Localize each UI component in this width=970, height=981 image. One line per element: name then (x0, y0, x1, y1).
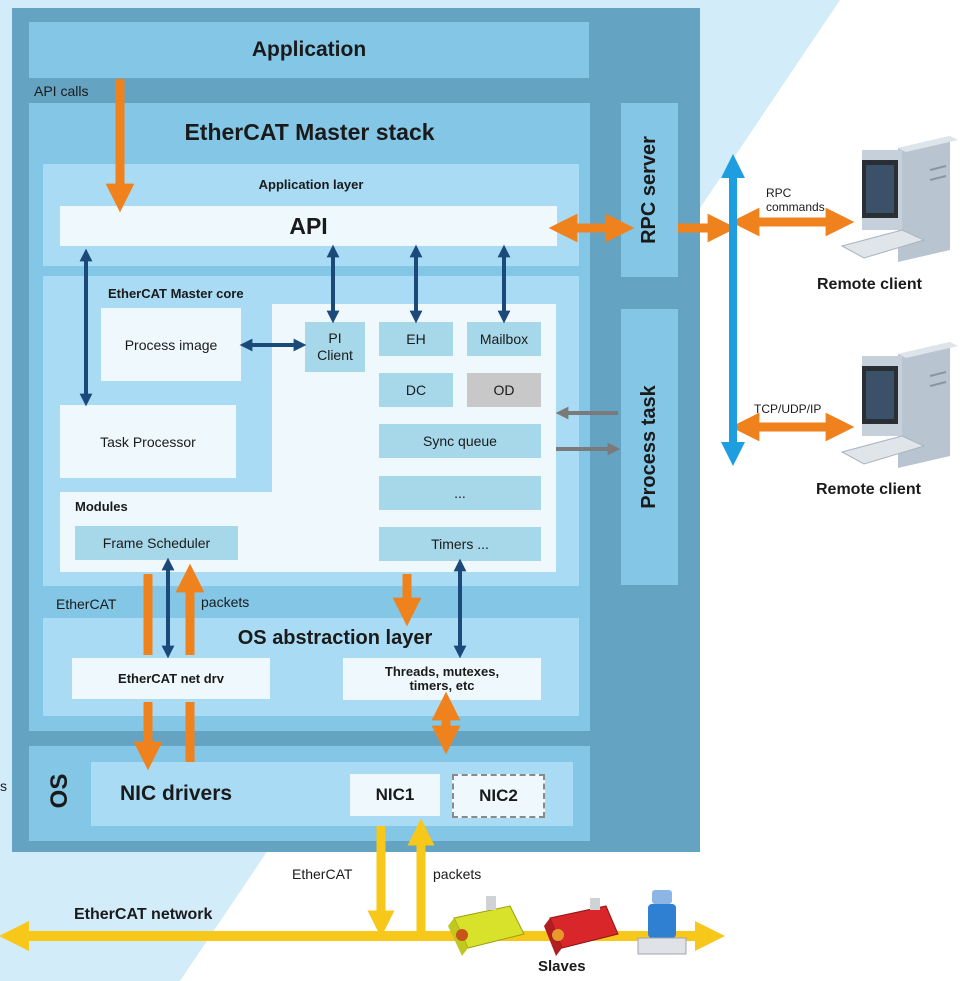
slave-valve-icon (637, 890, 687, 955)
dc-box: DC (379, 373, 453, 407)
remote-client-1-label: Remote client (817, 276, 922, 293)
remote-client-2-label: Remote client (816, 481, 921, 498)
os-abstraction-title: OS abstraction layer (237, 626, 433, 649)
process-image-box: Process image (101, 308, 241, 381)
nic1-label: NIC1 (375, 785, 415, 804)
ethercat-label-lower: EtherCAT (292, 866, 353, 882)
mailbox-label: Mailbox (479, 331, 529, 347)
edge-glyph: s (0, 778, 7, 794)
sync-queue-box: Sync queue (379, 424, 541, 458)
net-drv-label: EtherCAT net drv (118, 671, 224, 686)
application-layer-title: Application layer (258, 176, 364, 192)
pi-client-box: PI Client (305, 322, 365, 372)
master-stack-title: EtherCAT Master stack (184, 118, 435, 145)
dc-label: DC (405, 382, 427, 398)
pi-client-label: PI Client (317, 330, 353, 363)
computer-icon-1 (840, 136, 958, 262)
nic1-box: NIC1 (350, 774, 440, 816)
frame-scheduler-box: Frame Scheduler (75, 526, 238, 560)
packets-label-lower: packets (433, 866, 482, 882)
ethercat-network-label: EtherCAT network (74, 906, 213, 923)
nic2-box: NIC2 (452, 774, 545, 818)
rpc-server-panel (621, 103, 678, 277)
nic2-label: NIC2 (479, 786, 518, 805)
timers-label: Timers ... (431, 536, 489, 552)
threads-label: Threads, mutexes, timers, etc (384, 664, 500, 693)
rpc-commands-label: RPC commands (766, 186, 825, 214)
packets-label-upper: packets (201, 594, 250, 610)
application-title: Application (251, 38, 367, 61)
mailbox-box: Mailbox (467, 322, 541, 356)
task-processor-label: Task Processor (100, 433, 196, 450)
api-calls-label: API calls (34, 83, 89, 99)
ellipsis-box: ... (379, 476, 541, 510)
slave-motor-red-icon (544, 898, 619, 956)
sync-queue-label: Sync queue (423, 433, 497, 449)
tcp-label: TCP/UDP/IP (754, 402, 822, 416)
net-drv-box: EtherCAT net drv (72, 658, 270, 699)
nic-drivers-label: NIC drivers (120, 782, 233, 805)
timers-box: Timers ... (379, 527, 541, 561)
od-label: OD (493, 382, 515, 398)
master-core-title: EtherCAT Master core (108, 286, 244, 301)
slaves-label: Slaves (538, 958, 586, 975)
slave-motor-yellow-icon (448, 896, 525, 956)
od-box: OD (467, 373, 541, 407)
modules-title: Modules (75, 499, 128, 514)
ethercat-label-upper: EtherCAT (56, 596, 117, 612)
application-panel: Application (29, 22, 589, 78)
ellipsis-label: ... (454, 485, 466, 501)
process-task-panel (621, 309, 678, 585)
frame-scheduler-label: Frame Scheduler (102, 535, 211, 551)
process-image-label: Process image (124, 336, 218, 353)
computer-icon-2 (840, 342, 958, 468)
eh-box: EH (379, 322, 453, 356)
task-processor-box: Task Processor (60, 405, 236, 478)
api-box: API (60, 206, 557, 246)
eh-label: EH (406, 331, 426, 347)
